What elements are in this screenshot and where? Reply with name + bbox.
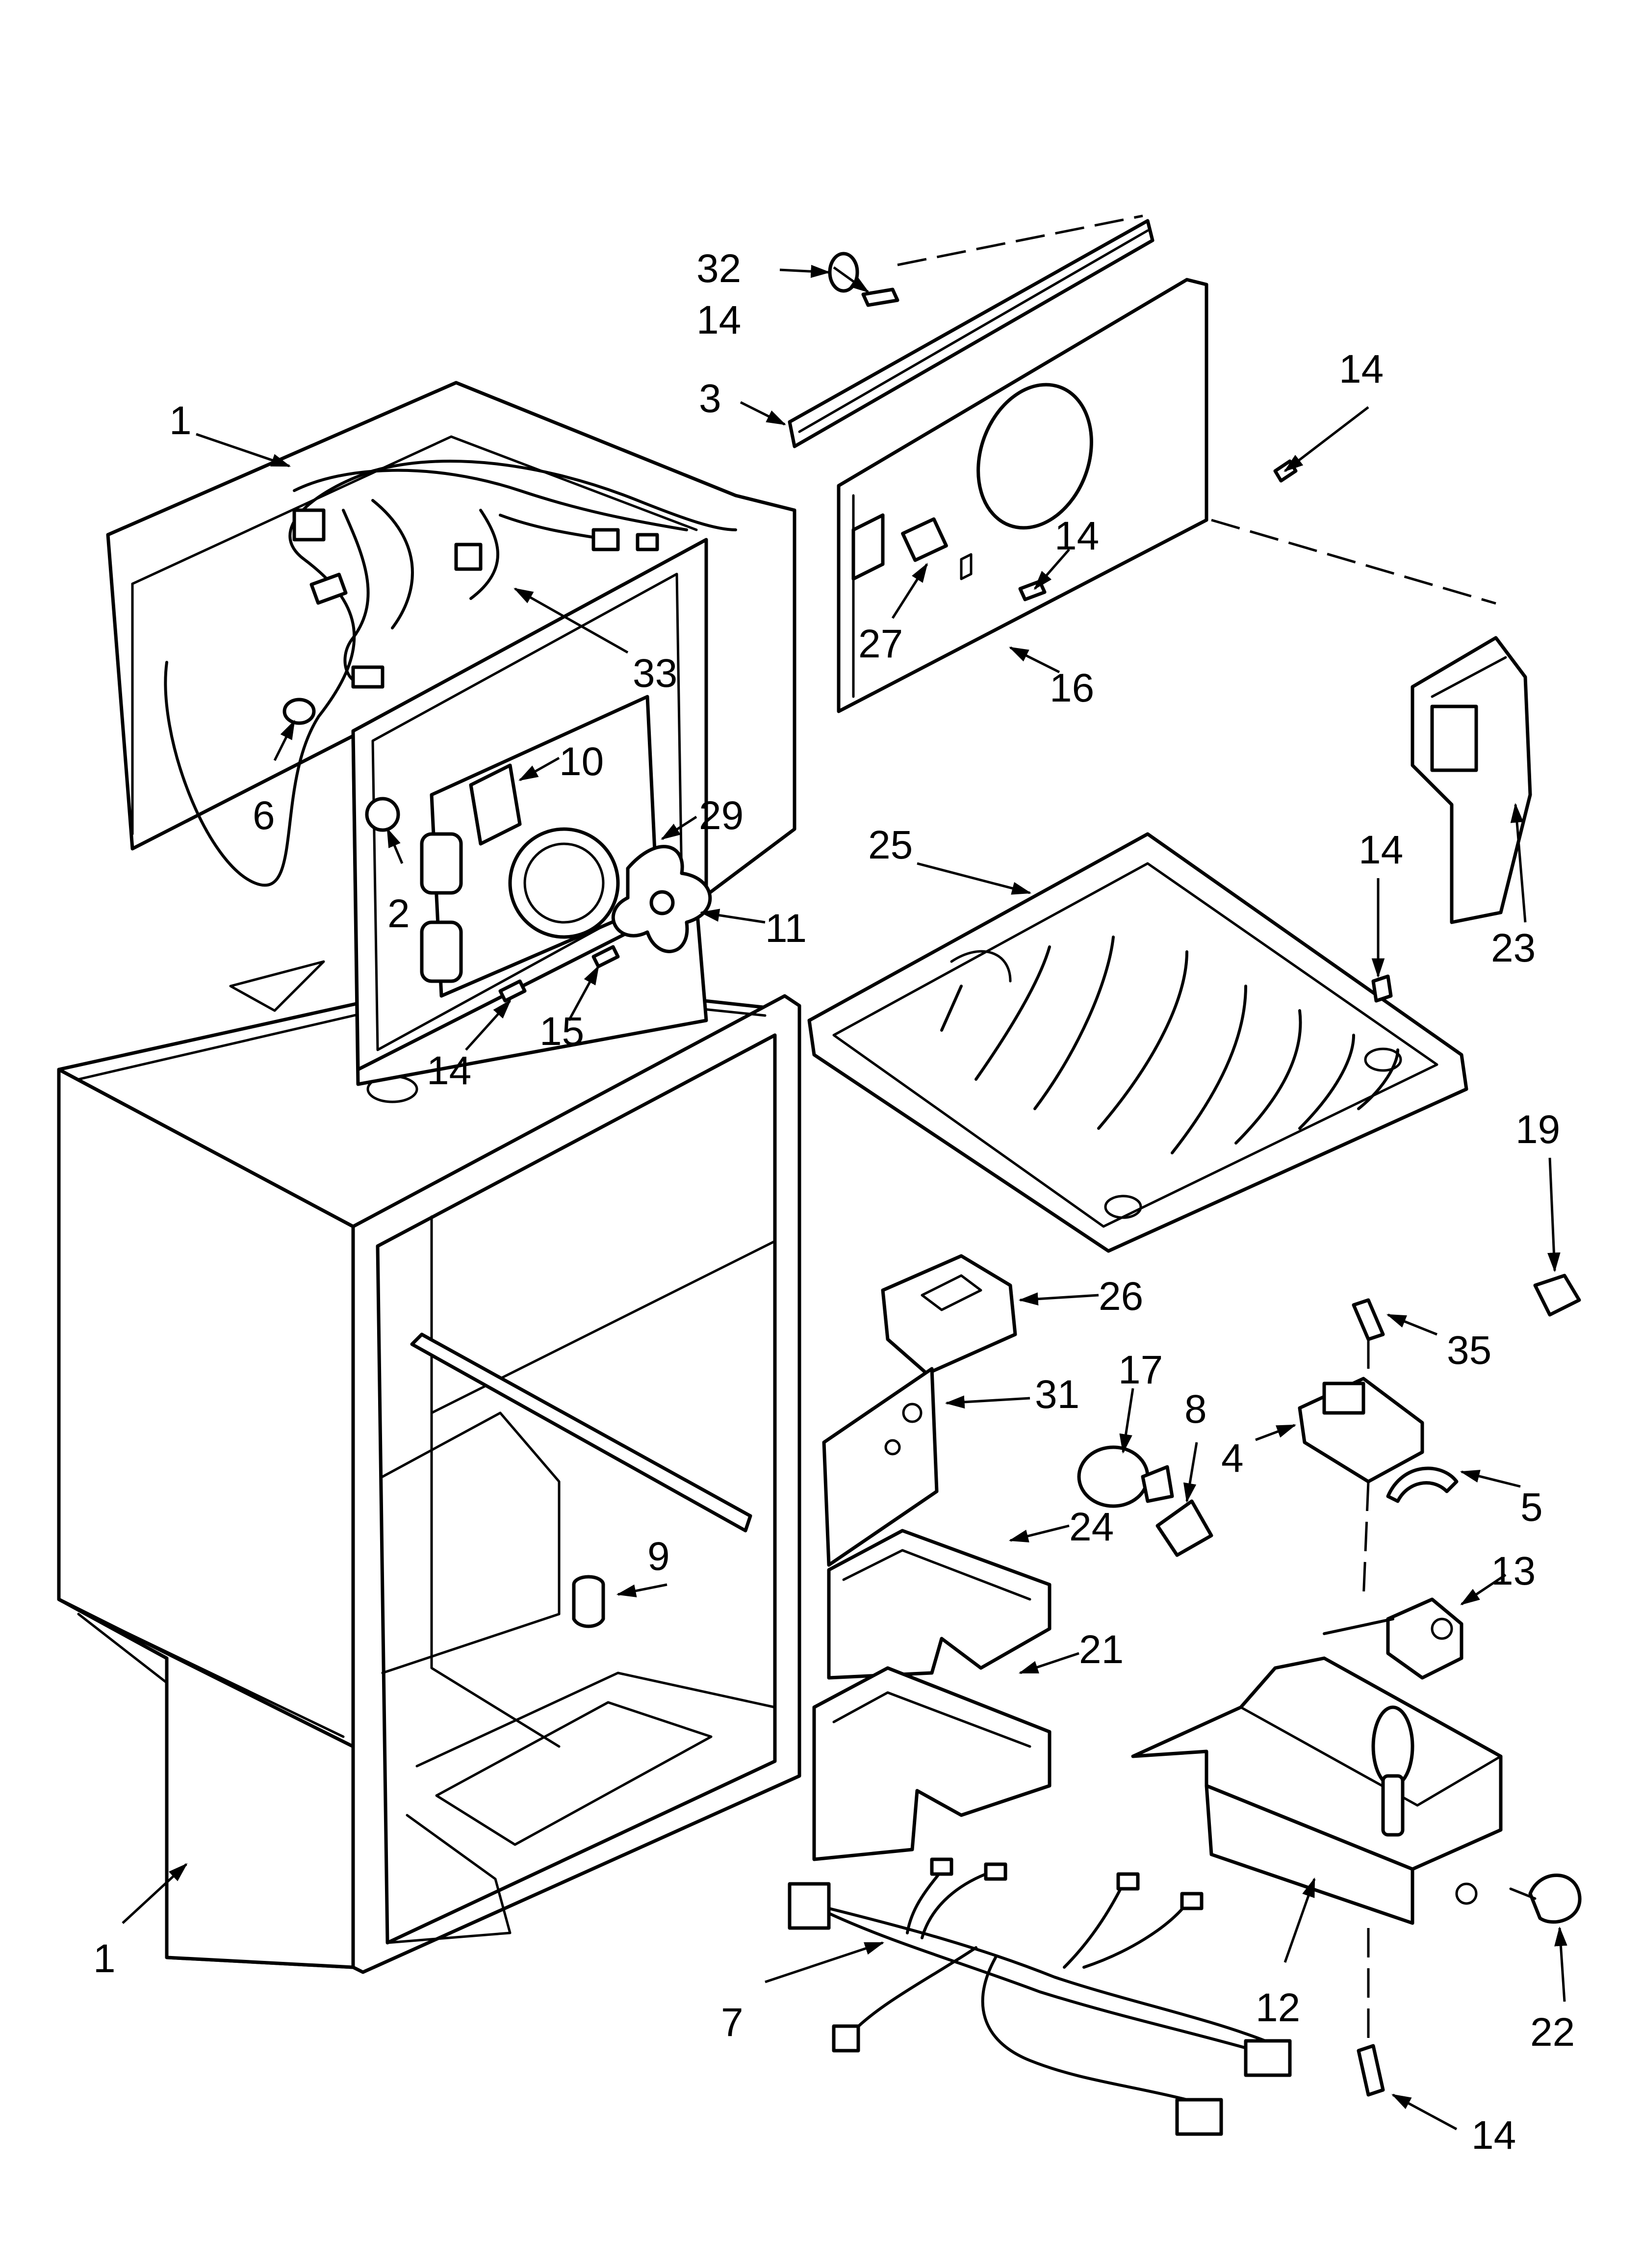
callout-9: 9: [647, 1534, 670, 1579]
callout-1-lower: 1: [93, 1936, 116, 1981]
light-housing: [881, 1254, 1017, 1376]
callout-14-bottom: 14: [1471, 2113, 1516, 2158]
callout-13: 13: [1491, 1549, 1536, 1593]
wire-clip: [1386, 1466, 1459, 1503]
callout-16: 16: [1050, 666, 1094, 710]
callout-8: 8: [1184, 1387, 1207, 1432]
callout-19: 19: [1515, 1107, 1560, 1152]
callout-26: 26: [1099, 1274, 1143, 1319]
callout-15: 15: [539, 1009, 584, 1054]
callout-2: 2: [387, 891, 410, 936]
screw-bottom: [1357, 2044, 1385, 2097]
callout-11: 11: [765, 906, 807, 951]
callout-10: 10: [559, 739, 604, 784]
bracket: [822, 1367, 939, 1567]
control-box: [1131, 1656, 1503, 1925]
callout-27: 27: [858, 622, 903, 666]
cabinet: [57, 960, 801, 1974]
callout-24: 24: [1069, 1505, 1114, 1549]
light-bulb: [1077, 1445, 1174, 1508]
callout-14-top: 14: [696, 298, 741, 342]
wire-harness: [788, 1857, 1292, 2136]
callout-17: 17: [1118, 1348, 1163, 1392]
clip: [1533, 1274, 1581, 1317]
callout-3: 3: [699, 376, 721, 421]
guide-line-thermostat: [1362, 1339, 1370, 1600]
guide-line-rear: [897, 214, 1143, 266]
callout-29: 29: [699, 793, 744, 838]
insert: [572, 1575, 605, 1628]
screw: [1352, 1298, 1385, 1341]
freezer-cabinet: [106, 381, 796, 1086]
callout-1-upper: 1: [169, 398, 192, 443]
callout-31: 31: [1035, 1372, 1079, 1417]
temperature-control: [1323, 1597, 1463, 1680]
callout-35: 35: [1447, 1328, 1491, 1373]
freezer-floor: [807, 832, 1468, 1253]
callout-25: 25: [868, 823, 913, 867]
callout-14-right: 14: [1339, 347, 1384, 391]
callout-4: 4: [1221, 1436, 1244, 1481]
callout-14-panel: 14: [1054, 514, 1099, 558]
callout-5: 5: [1520, 1485, 1543, 1530]
control-knob: [1509, 1874, 1582, 1924]
guide-line-rear-2: [1211, 519, 1496, 605]
callout-labels: 1 1 2 3 4 5 6 7 8 9 10 11 12 13 14 14 14…: [93, 246, 1575, 2158]
callout-6: 6: [253, 793, 275, 838]
light-switch: [1155, 1499, 1213, 1557]
callout-14-cabinet: 14: [427, 1048, 471, 1093]
callout-23: 23: [1491, 926, 1536, 970]
leader-lines: [122, 264, 1567, 2131]
control-housing: [827, 1529, 1052, 1680]
callout-21: 21: [1079, 1627, 1124, 1672]
callout-33: 33: [633, 651, 677, 696]
callout-32: 32: [696, 246, 741, 291]
callout-14-floor: 14: [1359, 828, 1403, 872]
callout-22: 22: [1530, 2010, 1575, 2055]
control-cover: [812, 1666, 1052, 1861]
air-duct: [1411, 636, 1532, 924]
callout-7: 7: [721, 2000, 744, 2045]
callout-12: 12: [1256, 1985, 1300, 2030]
